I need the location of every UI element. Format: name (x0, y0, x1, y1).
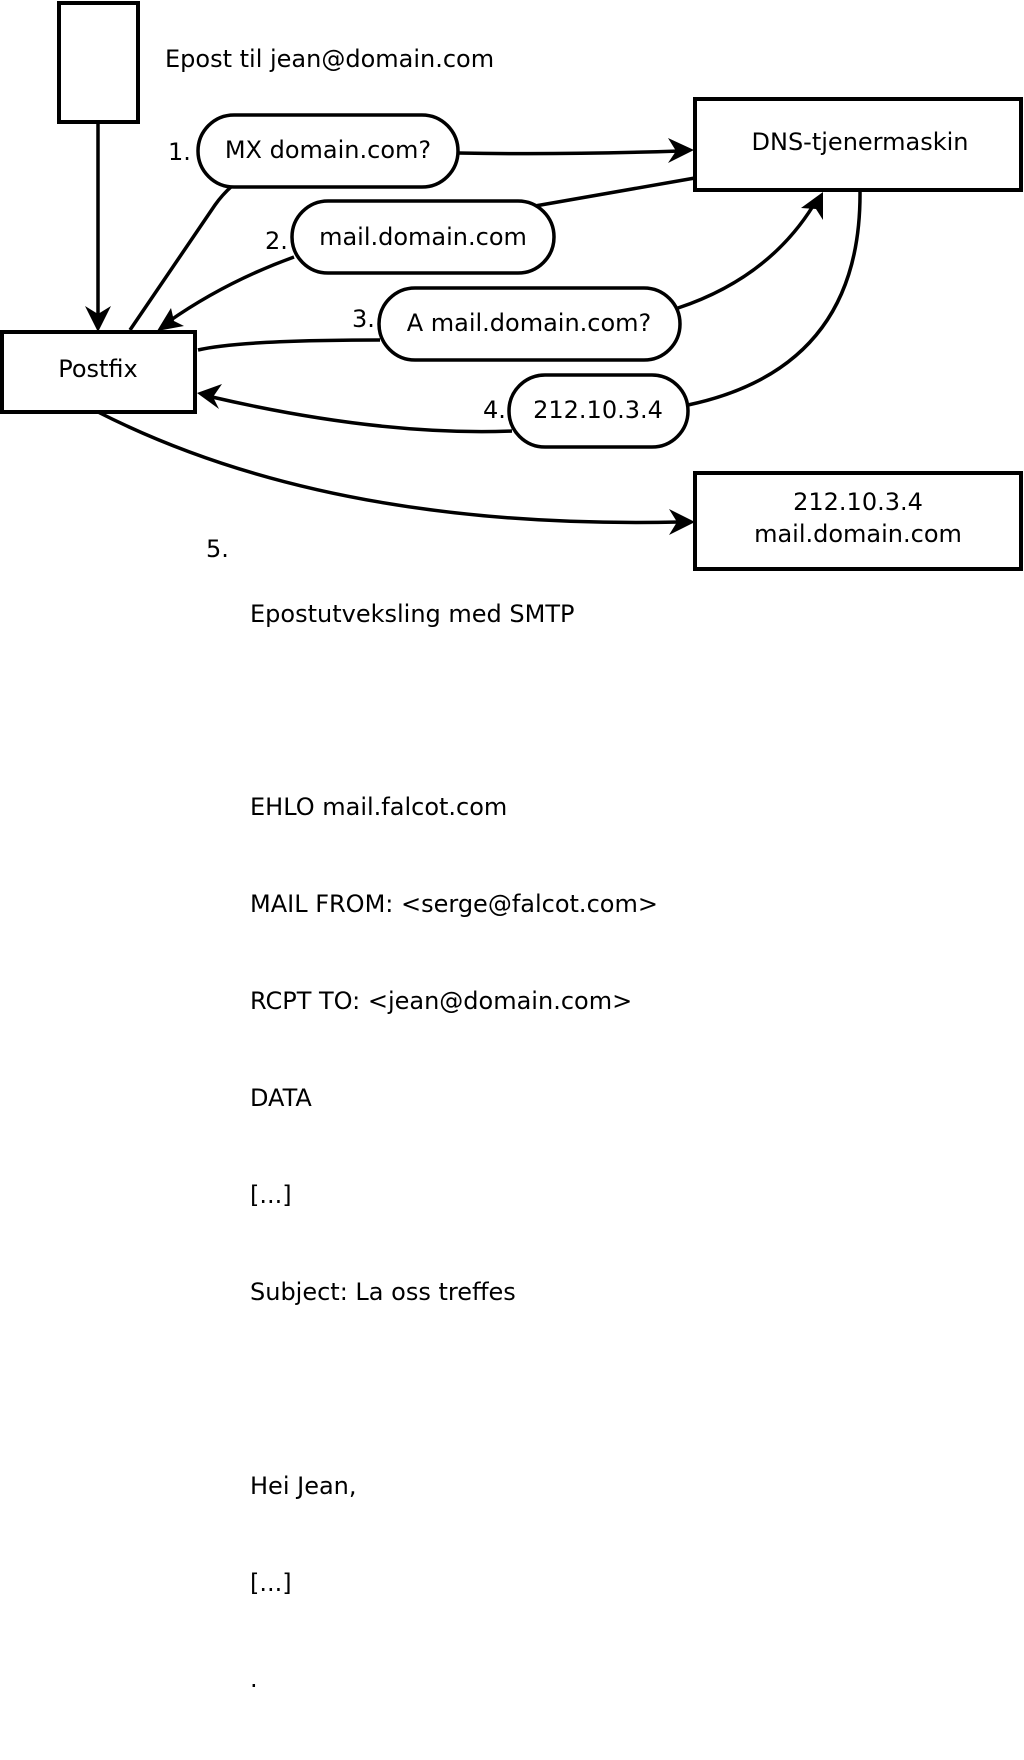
edge-a-query-to-dns (677, 205, 815, 310)
edge-mx-query-to-dns (457, 149, 681, 156)
step-2-mx-answer: 2. mail.domain.com (265, 199, 556, 275)
smtp-line: DATA (250, 1084, 312, 1113)
mail-delivery-diagram: Epost til jean@domain.com Postfix DNS-tj… (0, 1, 1023, 571)
smtp-line: Subject: La oss treffes (250, 1277, 516, 1306)
smtp-line (250, 694, 658, 726)
dns-server-label: DNS-tjenermaskin (752, 128, 969, 156)
smtp-line: [...] (250, 1568, 292, 1597)
edge-a-answer-to-postfix (211, 395, 513, 434)
smtp-step-number: 5. (206, 535, 229, 563)
smtp-line: [...] (250, 1180, 292, 1209)
mail-server-ip: 212.10.3.4 (793, 488, 923, 516)
edge-mx-answer-to-postfix (166, 255, 295, 324)
edge-smtp-arrowhead (669, 509, 695, 535)
postfix-node: Postfix (0, 330, 197, 414)
dns-server-node: DNS-tjenermaskin (693, 97, 1023, 192)
smtp-line: MAIL FROM: <serge@falcot.com> (250, 890, 658, 919)
step-number: 4. (483, 396, 506, 424)
step-text: A mail.domain.com? (407, 309, 652, 337)
step-text: 212.10.3.4 (533, 396, 663, 424)
step-number: 3. (352, 305, 375, 333)
edge-a-query-arrowhead (801, 192, 823, 220)
step-3-a-query: 3. A mail.domain.com? (352, 286, 682, 362)
step-number: 1. (168, 138, 191, 166)
mail-server-host: mail.domain.com (754, 520, 962, 548)
step-text: MX domain.com? (225, 136, 431, 164)
edge-a-answer-arrowhead (197, 384, 222, 409)
smtp-line: Epostutveksling med SMTP (250, 599, 575, 628)
edge-sender-arrowhead (85, 306, 111, 332)
step-4-a-answer: 4. 212.10.3.4 (483, 373, 690, 449)
edge-postfix-to-mail-server (97, 410, 681, 525)
step-number: 2. (265, 227, 288, 255)
smtp-line: . (250, 1665, 258, 1694)
smtp-line: RCPT TO: <jean@domain.com> (250, 987, 633, 1016)
header-label: Epost til jean@domain.com (165, 45, 494, 73)
edge-postfix-to-a-query (197, 338, 381, 352)
step-1-mx-query: 1. MX domain.com? (168, 113, 460, 189)
smtp-line: Hei Jean, (250, 1471, 357, 1500)
smtp-transcript: Epostutveksling med SMTP EHLO mail.falco… (250, 533, 658, 1760)
edge-postfix-to-mx-query (128, 184, 234, 331)
edge-mx-arrowhead (668, 138, 694, 163)
postfix-label: Postfix (58, 355, 138, 383)
smtp-line (250, 1373, 658, 1405)
step-text: mail.domain.com (319, 223, 527, 251)
mail-server-node: 212.10.3.4 mail.domain.com (693, 471, 1023, 571)
smtp-line: EHLO mail.falcot.com (250, 793, 508, 822)
edge-mx-answer-arrowhead (157, 308, 184, 331)
edge-dns-to-a-answer (687, 189, 862, 407)
sender-node (57, 1, 140, 124)
edge-dns-to-mx-answer (534, 176, 696, 208)
